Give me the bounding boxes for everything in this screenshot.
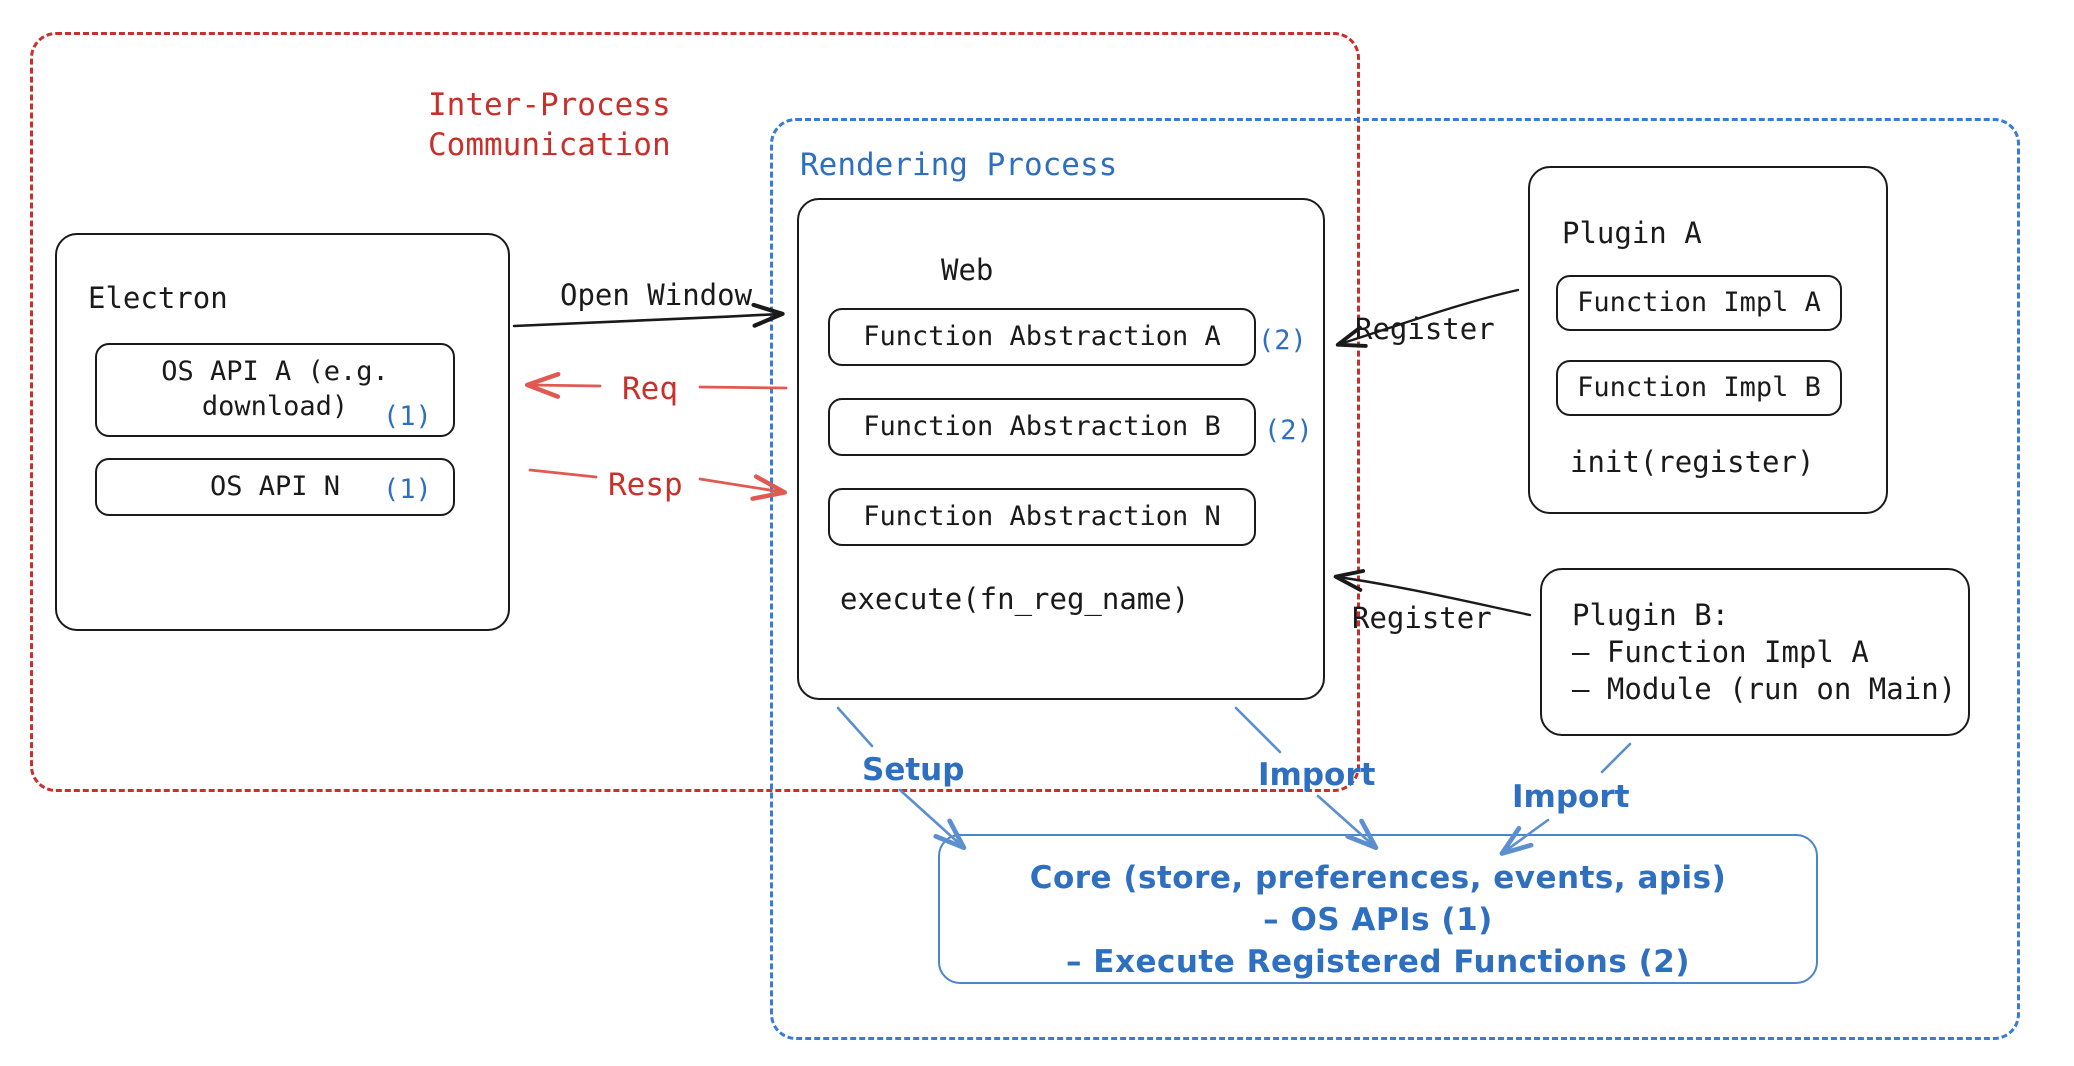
plugin-b-box (1540, 568, 1970, 736)
plugin-b-line-1: Plugin B: (1572, 598, 1730, 632)
open-window-label: Open Window (560, 278, 753, 312)
plugin-b-lines: Plugin B: – Function Impl A – Module (ru… (1572, 597, 1956, 708)
core-box (938, 834, 1818, 984)
core-lines: Core (store, preferences, events, apis) … (938, 858, 1818, 984)
web-title: Web (941, 253, 994, 287)
register-top-label: Register (1355, 312, 1495, 346)
function-abstraction-n-box[interactable]: Function Abstraction N (828, 488, 1256, 546)
function-abstraction-a-box[interactable]: Function Abstraction A (828, 308, 1256, 366)
ipc-container (30, 32, 1360, 792)
function-abstraction-b-marker: (2) (1264, 415, 1313, 446)
electron-title: Electron (88, 281, 228, 315)
plugin-a-box (1528, 166, 1888, 514)
resp-label: Resp (608, 467, 683, 503)
plugin-b-line-2: – Function Impl A (1572, 635, 1869, 670)
import-plugin-b-label: Import (1512, 779, 1630, 815)
setup-label: Setup (862, 752, 965, 788)
core-line-3: – Execute Registered Functions (2) (1066, 943, 1690, 980)
plugin-a-function-impl-a-box[interactable]: Function Impl A (1556, 275, 1842, 331)
web-execute-label: execute(fn_reg_name) (840, 582, 1190, 616)
os-api-n-marker: (1) (383, 474, 432, 505)
os-api-n-box[interactable]: OS API N (95, 458, 455, 516)
rendering-process-label: Rendering Process (800, 147, 1118, 183)
rendering-process-container (770, 118, 2020, 1040)
req-label: Req (622, 371, 678, 407)
core-line-2: – OS APIs (1) (1263, 901, 1493, 938)
function-abstraction-b-box[interactable]: Function Abstraction B (828, 398, 1256, 456)
core-line-1: Core (store, preferences, events, apis) (1029, 860, 1727, 896)
function-abstraction-a-marker: (2) (1258, 325, 1307, 356)
import-web-label: Import (1258, 757, 1376, 793)
ipc-label: Inter-Process Communication (428, 87, 671, 163)
plugin-a-function-impl-b-box[interactable]: Function Impl B (1556, 360, 1842, 416)
os-api-a-box[interactable]: OS API A (e.g. download) (95, 343, 455, 437)
plugin-a-init-label: init(register) (1570, 445, 1815, 479)
plugin-a-title: Plugin A (1562, 216, 1702, 250)
register-bottom-label: Register (1352, 601, 1492, 635)
plugin-b-line-3: – Module (run on Main) (1572, 672, 1957, 707)
os-api-a-marker: (1) (383, 401, 432, 432)
